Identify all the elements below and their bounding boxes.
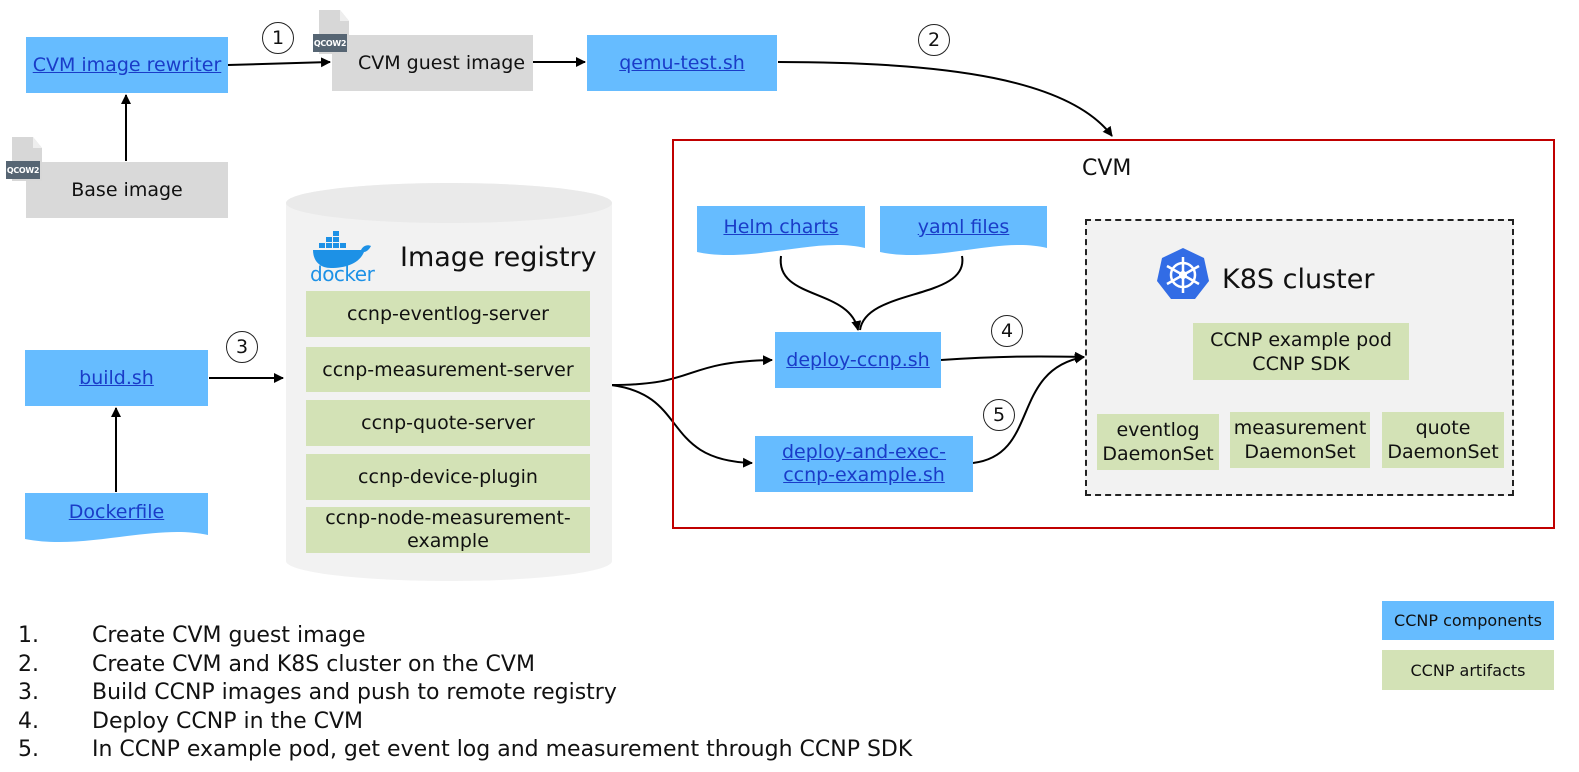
step-number: 1. [18, 623, 39, 648]
arrow-rewriter-to-guest [227, 57, 331, 68]
deploy-and-exec-link-line1[interactable]: deploy-and-exec- [781, 441, 947, 463]
base-image-box: Base image [26, 162, 228, 218]
helm-charts-doc[interactable]: Helm charts [697, 206, 865, 260]
qcow2-file-icon: QCOW2 [6, 137, 42, 187]
cvm-frame [672, 139, 1555, 529]
build-sh-box[interactable]: build.sh [25, 350, 208, 406]
daemonset-label: DaemonSet [1387, 441, 1499, 463]
ccnp-example-pod-box: CCNP example pod CCNP SDK [1193, 323, 1409, 380]
arrow-deploy-to-k8s [940, 351, 1085, 362]
dockerfile-link[interactable]: Dockerfile [68, 501, 165, 523]
example-pod-label: CCNP example pod [1210, 328, 1392, 351]
eventlog-daemonset-box: eventlog DaemonSet [1097, 414, 1219, 470]
step-marker-3: 3 [226, 331, 258, 363]
base-image-label: Base image [71, 179, 183, 201]
registry-image-item: ccnp-device-plugin [306, 454, 590, 500]
dockerfile-doc[interactable]: Dockerfile [25, 493, 208, 547]
legend-artifacts: CCNP artifacts [1382, 650, 1554, 690]
helm-charts-link[interactable]: Helm charts [723, 216, 839, 238]
arrow-registry-to-deploy [610, 355, 773, 386]
qcow2-tag: QCOW2 [313, 34, 347, 52]
step-number: 3. [18, 680, 39, 705]
quote-daemonset-box: quote DaemonSet [1382, 412, 1504, 468]
step-text: Create CVM guest image [92, 623, 366, 648]
cvm-guest-image-label: CVM guest image [357, 52, 526, 74]
daemonset-label: DaemonSet [1102, 443, 1214, 465]
docker-logo: docker [309, 228, 377, 286]
arrow-registry-to-example [610, 384, 753, 468]
daemonset-label: DaemonSet [1244, 441, 1356, 463]
measurement-label: measurement [1233, 417, 1367, 439]
arrow-helm-to-deploy [779, 255, 862, 331]
cvm-guest-image-box: CVM guest image [332, 35, 533, 91]
step-number: 4. [18, 709, 39, 734]
deploy-ccnp-box[interactable]: deploy-ccnp.sh [775, 332, 941, 388]
quote-label: quote [1415, 417, 1471, 439]
registry-image-label: ccnp-device-plugin [358, 466, 538, 488]
yaml-files-doc[interactable]: yaml files [880, 206, 1047, 260]
registry-image-label: ccnp-eventlog-server [347, 303, 549, 325]
arrow-yaml-to-deploy [859, 255, 964, 331]
arrow-qemu-to-cvm [777, 61, 1113, 137]
step-text: Build CCNP images and push to remote reg… [92, 680, 617, 705]
deploy-and-exec-link-line2[interactable]: ccnp-example.sh [783, 464, 945, 486]
eventlog-label: eventlog [1116, 419, 1200, 441]
cvm-image-rewriter-link[interactable]: CVM image rewriter [32, 54, 222, 76]
cvm-image-rewriter-box[interactable]: CVM image rewriter [26, 37, 228, 93]
legend-components: CCNP components [1382, 601, 1554, 640]
build-sh-link[interactable]: build.sh [79, 367, 154, 389]
measurement-daemonset-box: measurement DaemonSet [1230, 412, 1370, 468]
registry-image-label: ccnp-quote-server [361, 412, 535, 434]
qemu-test-box[interactable]: qemu-test.sh [587, 35, 777, 91]
docker-logo-text: docker [310, 262, 375, 286]
registry-image-label: ccnp-measurement-server [322, 358, 574, 381]
registry-image-item: ccnp-eventlog-server [306, 291, 590, 337]
deploy-and-exec-example-box[interactable]: deploy-and-exec- ccnp-example.sh [755, 436, 973, 492]
yaml-files-link[interactable]: yaml files [917, 216, 1010, 238]
qcow2-tag: QCOW2 [6, 161, 40, 179]
step-text: Deploy CCNP in the CVM [92, 709, 364, 734]
registry-image-label: example [407, 530, 489, 552]
step-marker-5: 5 [983, 399, 1015, 431]
registry-image-item: ccnp-quote-server [306, 400, 590, 446]
registry-image-item: ccnp-node-measurement- example [306, 507, 590, 553]
step-text: In CCNP example pod, get event log and m… [92, 737, 913, 762]
kubernetes-helm-wheel-icon [1157, 248, 1209, 299]
k8s-cluster-title: K8S cluster [1222, 264, 1375, 295]
step-number: 2. [18, 652, 39, 677]
example-pod-sdk-label: CCNP SDK [1252, 352, 1350, 375]
deploy-ccnp-link[interactable]: deploy-ccnp.sh [786, 349, 930, 371]
arrow-example-to-k8s [972, 353, 1085, 464]
step-marker-2: 2 [918, 24, 950, 56]
step-text: Create CVM and K8S cluster on the CVM [92, 652, 535, 677]
qcow2-file-icon: QCOW2 [313, 10, 349, 60]
registry-image-label: ccnp-node-measurement- [325, 507, 571, 529]
step-marker-4: 4 [991, 315, 1023, 347]
cvm-title: CVM [1082, 156, 1132, 181]
registry-title: Image registry [400, 242, 597, 273]
step-marker-1: 1 [262, 22, 294, 54]
docker-whale-icon [313, 231, 371, 268]
step-number: 5. [18, 737, 39, 762]
registry-image-item: ccnp-measurement-server [306, 347, 590, 392]
qemu-test-link[interactable]: qemu-test.sh [619, 52, 745, 74]
